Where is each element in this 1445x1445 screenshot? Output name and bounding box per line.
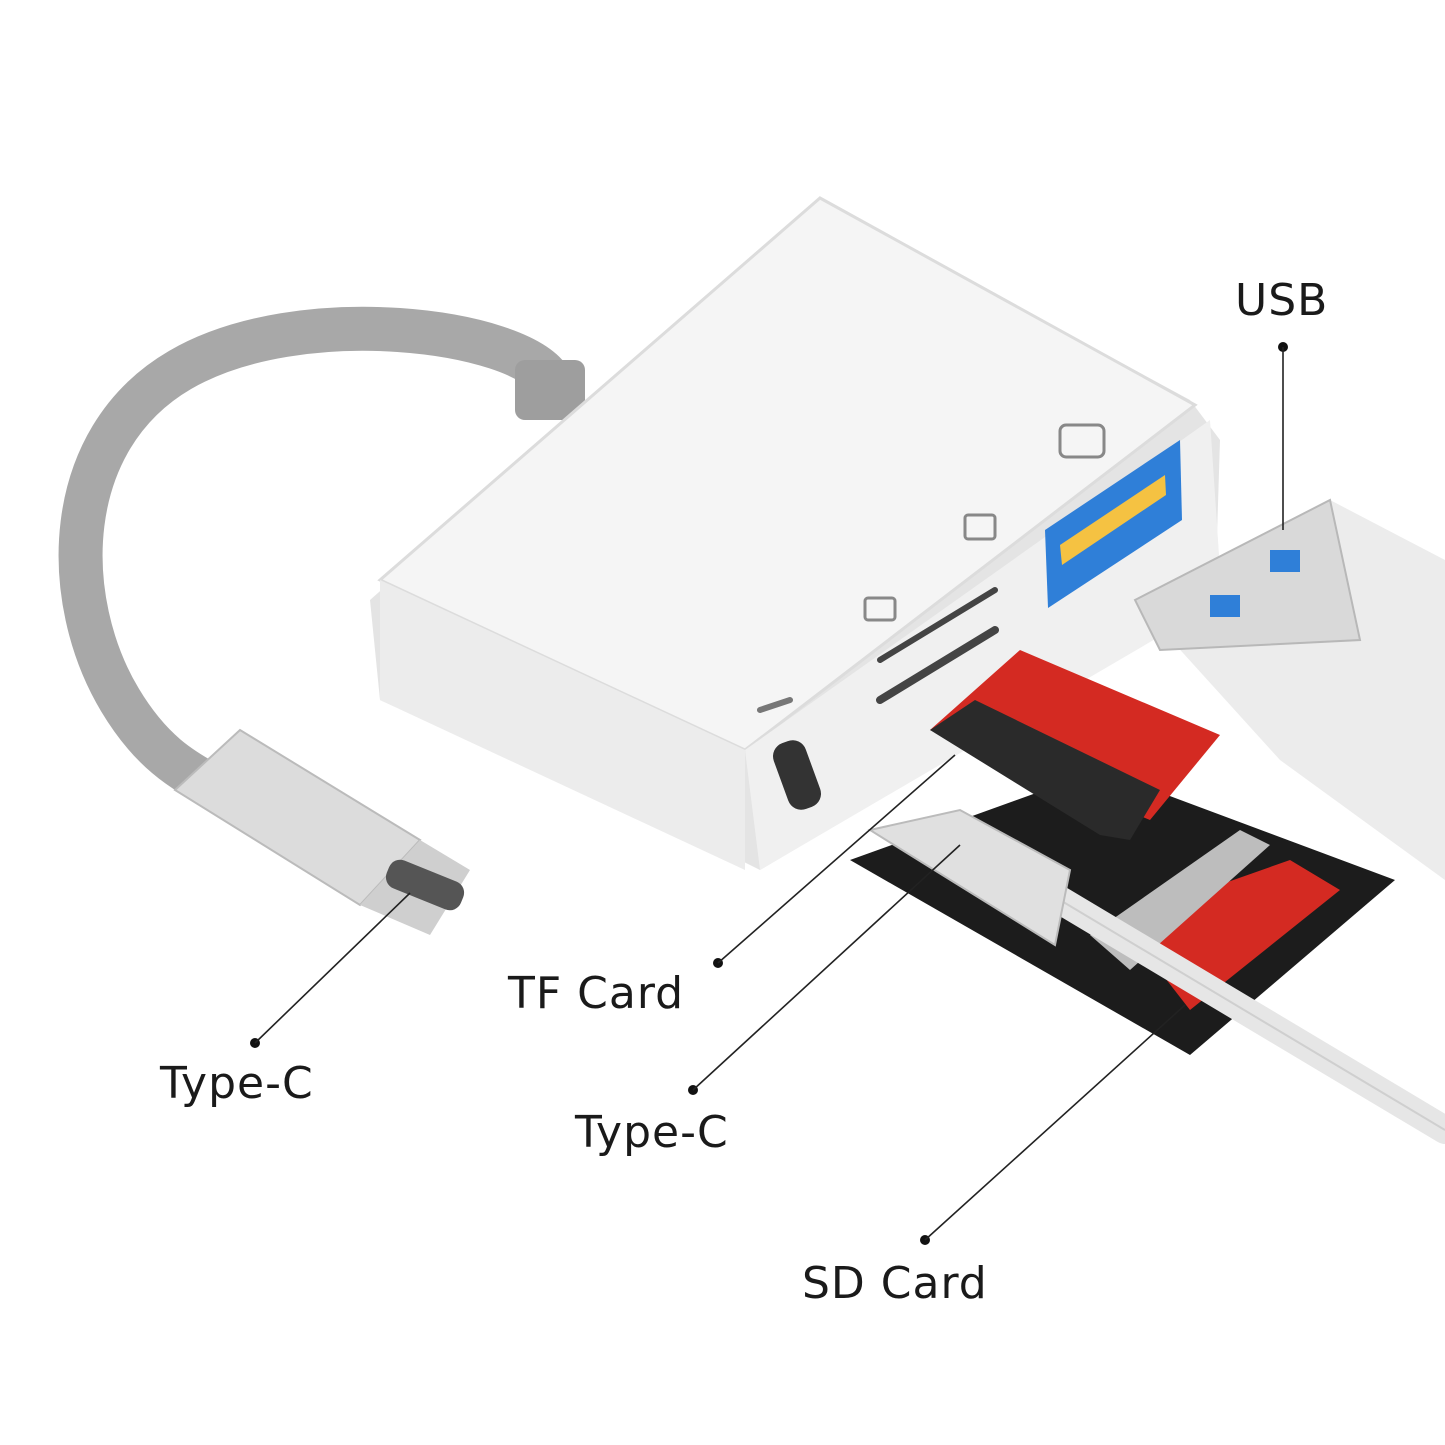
usb-port [1045, 440, 1182, 608]
label-type-c-left: Type-C [159, 1058, 314, 1109]
camera-icon [1058, 423, 1106, 459]
usb-plug [1133, 498, 1445, 880]
type-c-cable-middle [867, 808, 1445, 1144]
leader-sd-card [920, 1004, 1186, 1245]
type-c-plug-left [173, 728, 470, 935]
type-c-port [772, 740, 822, 810]
cable-strain-relief [515, 360, 585, 420]
tf-icon [863, 596, 897, 622]
label-usb: USB [1235, 275, 1328, 326]
leader-usb [1278, 342, 1288, 530]
leader-tf-card [713, 754, 956, 968]
leader-type-c-left [250, 892, 411, 1048]
label-sd-card: SD Card [802, 1258, 988, 1309]
led-indicator [757, 697, 793, 713]
adapter-cable [58, 306, 572, 812]
sd-slot [876, 626, 999, 704]
tf-card [930, 650, 1220, 840]
label-type-c-middle: Type-C [574, 1107, 729, 1158]
tf-slot [877, 587, 998, 663]
sd-icon [963, 513, 997, 541]
leader-type-c-middle [688, 844, 961, 1095]
label-tf-card: TF Card [507, 968, 684, 1019]
